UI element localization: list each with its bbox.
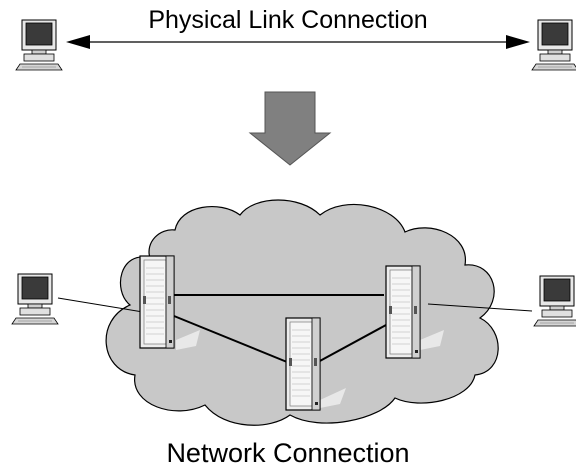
middle-server-icon	[285, 317, 321, 411]
network-cloud	[105, 199, 499, 426]
physical-link-arrow	[66, 35, 530, 49]
right-server-icon	[385, 265, 421, 359]
left-server-icon	[139, 255, 175, 349]
network-connection-label: Network Connection	[166, 438, 410, 468]
network-links	[57, 294, 533, 363]
down-arrow-icon	[248, 91, 332, 166]
bottom-left-computer-icon	[11, 273, 59, 325]
bottom-right-computer-icon	[533, 275, 576, 327]
physical-link-label: Physical Link Connection	[148, 6, 428, 34]
server-shadows	[176, 330, 444, 408]
